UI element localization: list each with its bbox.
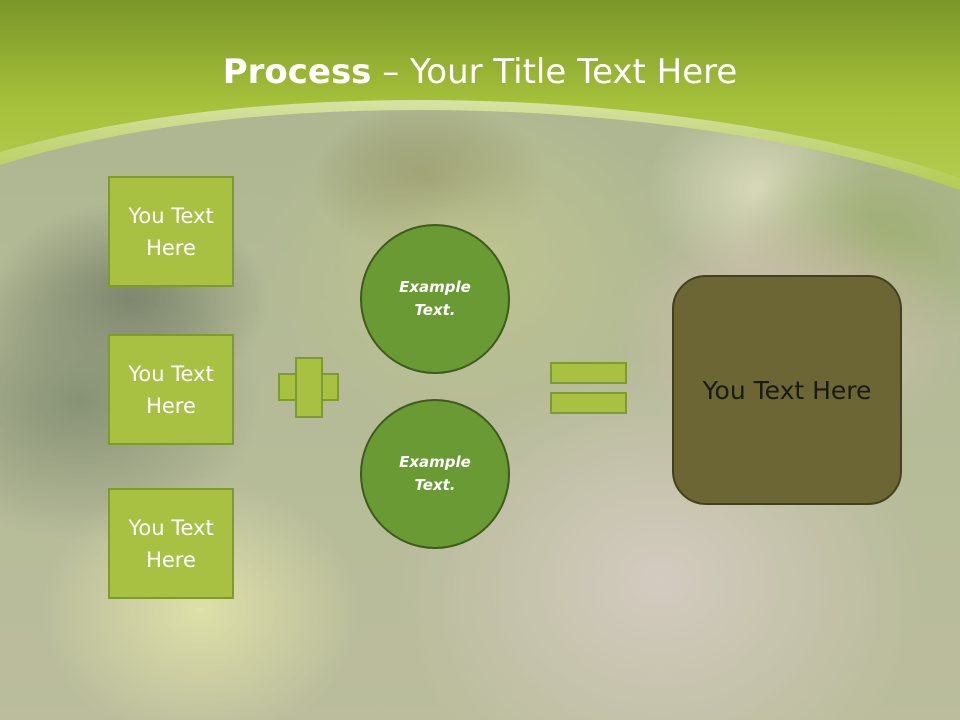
circle-label: Example Text. xyxy=(399,453,471,494)
text-box-label: You Text Here xyxy=(128,203,214,260)
text-box-2[interactable]: You Text Here xyxy=(108,334,234,445)
text-box-label: You Text Here xyxy=(128,515,214,572)
text-box-label: You Text Here xyxy=(128,361,214,418)
example-circle-2[interactable]: Example Text. xyxy=(360,399,510,549)
title-rest: – Your Title Text Here xyxy=(371,52,738,92)
title-bold: Process xyxy=(222,52,372,92)
result-box[interactable]: You Text Here xyxy=(672,275,902,505)
circle-label: Example Text. xyxy=(399,278,471,319)
example-circle-1[interactable]: Example Text. xyxy=(360,224,510,374)
slide-title: Process – Your Title Text Here xyxy=(0,52,960,92)
text-box-1[interactable]: You Text Here xyxy=(108,176,234,287)
text-box-3[interactable]: You Text Here xyxy=(108,488,234,599)
header-band: Process – Your Title Text Here xyxy=(0,0,960,190)
result-label: You Text Here xyxy=(702,375,872,405)
